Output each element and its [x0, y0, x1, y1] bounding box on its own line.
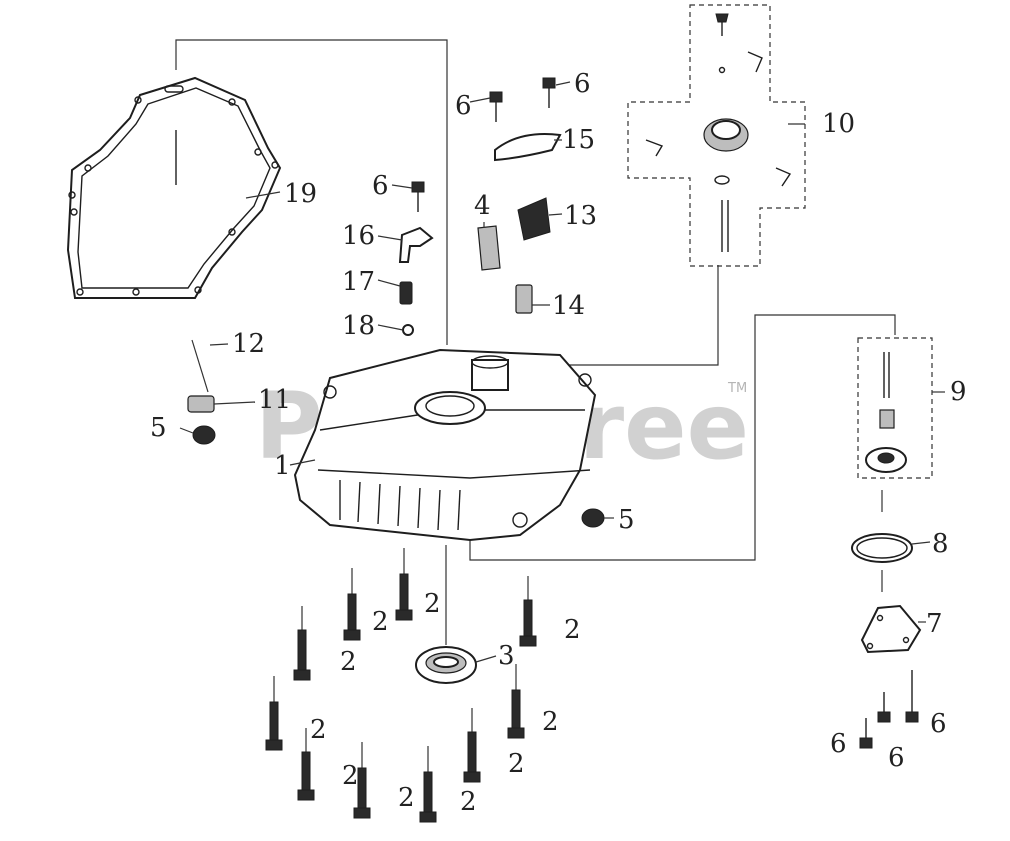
callout-2-d: 2	[564, 615, 581, 645]
crankcase-cover	[293, 348, 597, 542]
callout-6-f: 6	[930, 709, 947, 739]
spring	[399, 281, 413, 305]
watermark-trademark: TM	[727, 381, 747, 396]
callout-2-c: 2	[340, 647, 357, 677]
breather-valve	[515, 284, 533, 314]
callout-6-a: 6	[455, 91, 472, 121]
breather-element	[477, 225, 501, 271]
oil-level-sensor	[187, 395, 215, 413]
callout-10: 10	[822, 109, 855, 139]
callout-2-b: 2	[424, 589, 441, 619]
callout-6-c: 6	[372, 171, 389, 201]
connector-lines	[175, 39, 896, 645]
callout-2-i: 2	[398, 783, 415, 813]
callout-15: 15	[562, 125, 595, 155]
callout-11: 11	[258, 385, 291, 415]
breather-filter	[517, 197, 551, 241]
crankshaft-oil-seal	[415, 646, 477, 684]
governor-assembly	[627, 4, 806, 267]
callout-5-b: 5	[618, 505, 635, 535]
crankcase-gasket	[66, 76, 282, 299]
callout-8: 8	[932, 529, 949, 559]
callout-18: 18	[342, 311, 375, 341]
callout-9: 9	[950, 377, 967, 407]
callout-6-b: 6	[574, 69, 591, 99]
callout-7: 7	[926, 609, 943, 639]
bolts-2	[265, 548, 537, 823]
oil-pump-cover	[860, 604, 922, 654]
callout-6-d: 6	[830, 729, 847, 759]
callout-14: 14	[552, 291, 585, 321]
oil-pump-assembly	[857, 337, 945, 479]
callout-12: 12	[232, 329, 265, 359]
oil-pump-o-ring	[851, 533, 913, 563]
callout-1: 1	[274, 451, 291, 481]
callout-4: 4	[474, 191, 491, 221]
steel-ball	[402, 324, 414, 336]
callout-2-g: 2	[342, 761, 359, 791]
callout-2-e: 2	[310, 715, 327, 745]
callout-6-e: 6	[888, 743, 905, 773]
callout-17: 17	[342, 267, 375, 297]
plug-left	[192, 425, 216, 445]
callout-19: 19	[284, 179, 317, 209]
callout-13: 13	[564, 201, 597, 231]
callout-2-a: 2	[372, 607, 389, 637]
plug-right	[581, 508, 605, 528]
callout-2-f: 2	[542, 707, 559, 737]
dipstick-pin	[191, 339, 209, 393]
callout-2-j: 2	[460, 787, 477, 817]
governor-arm-bracket	[398, 226, 434, 263]
callout-16: 16	[342, 221, 375, 251]
callout-5-a: 5	[150, 413, 167, 443]
callout-2-h: 2	[508, 749, 525, 779]
callout-3: 3	[498, 641, 515, 671]
leader-lines	[179, 81, 931, 663]
bolts-6	[411, 77, 919, 749]
breather-cover	[494, 133, 562, 162]
